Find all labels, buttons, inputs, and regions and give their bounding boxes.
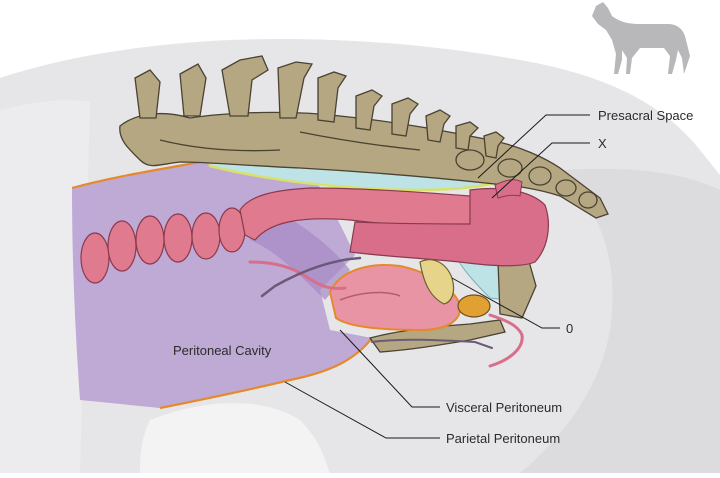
presacral-space-label: Presacral Space — [598, 108, 693, 123]
o-marker-label: 0 — [566, 321, 573, 336]
x-marker-leader — [491, 142, 590, 199]
presacral-space-leader — [477, 114, 590, 179]
rectum — [349, 179, 549, 267]
parietal-peritoneum-leader — [284, 381, 440, 439]
accessory-gland — [419, 259, 491, 318]
o-marker-leader — [451, 277, 560, 329]
vessels — [248, 256, 524, 368]
vertebral-column — [119, 55, 609, 219]
visceral-peritoneum-leader — [339, 329, 440, 408]
x-marker-label: X — [598, 136, 607, 151]
leader-lines — [284, 114, 590, 439]
visceral-peritoneum-label: Visceral Peritoneum — [446, 400, 562, 415]
horse-silhouette-icon — [592, 2, 690, 74]
peritoneal-cavity-label: Peritoneal Cavity — [173, 343, 272, 358]
parietal-peritoneum-label: Parietal Peritoneum — [446, 431, 560, 446]
